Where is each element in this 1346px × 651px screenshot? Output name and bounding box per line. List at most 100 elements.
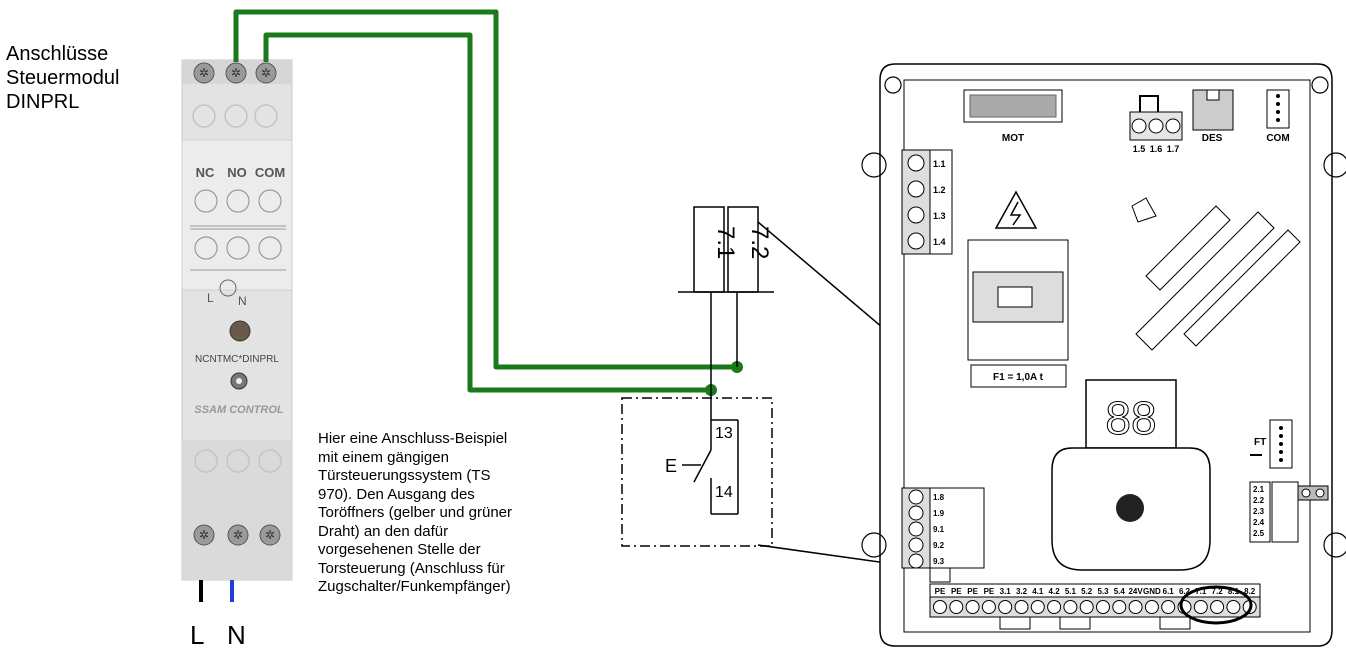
seven-segment-display: 88 bbox=[1105, 392, 1156, 444]
board-terminal-9-1: 9.1 bbox=[933, 525, 945, 534]
board-terminal-9-3: 9.3 bbox=[933, 557, 945, 566]
board-terminal-1-8: 1.8 bbox=[933, 493, 945, 502]
board-program-button[interactable] bbox=[1116, 494, 1144, 522]
door-opener-switch: 13 14 E bbox=[621, 390, 773, 547]
bottom-terminal-label: 4.1 bbox=[1032, 587, 1044, 596]
terminal-label-7-1: 7.1 bbox=[712, 226, 739, 259]
svg-text:✲: ✲ bbox=[199, 528, 209, 542]
power-label-n: N bbox=[238, 294, 247, 308]
bottom-terminal-screw-icon bbox=[949, 600, 964, 614]
note-line-4: 970). Den Ausgang des bbox=[318, 485, 475, 503]
module-push-button[interactable] bbox=[229, 320, 251, 342]
board-terminal-1-3: 1.3 bbox=[933, 211, 946, 221]
switch-label-13: 13 bbox=[715, 425, 733, 442]
green-wire-2 bbox=[263, 32, 711, 393]
bottom-terminal-screw-icon bbox=[1096, 600, 1110, 614]
bottom-terminal-label: 7.1 bbox=[1195, 587, 1207, 596]
bottom-terminal-label: PE bbox=[967, 587, 978, 596]
terminal-block: 7.1 7.2 bbox=[678, 206, 774, 390]
bottom-terminal-label: 6.1 bbox=[1163, 587, 1175, 596]
page-title-line-1: Anschlüsse bbox=[6, 43, 109, 65]
highlight-ellipse bbox=[1179, 585, 1253, 625]
din-module: ✲ ✲ ✲ NC NO COM L N NCNTMC*DINPRL SSAM C… bbox=[181, 59, 293, 581]
bottom-terminal-screw-icon bbox=[1079, 600, 1094, 614]
bottom-terminal-label: 3.1 bbox=[1000, 587, 1012, 596]
note-line-1: Hier eine Anschluss-Beispiel bbox=[318, 430, 508, 447]
green-wire-1 bbox=[233, 9, 737, 370]
board-terminal-1-9: 1.9 bbox=[933, 509, 945, 518]
bottom-terminal-label: PE bbox=[951, 587, 962, 596]
explanation-note: Hier eine Anschluss-Beispiel mit einem g… bbox=[318, 430, 608, 597]
bottom-terminal-screw-icon bbox=[933, 600, 947, 614]
board-terminal-1-5: 1.5 bbox=[1133, 144, 1146, 154]
note-line-6: Draht) an den dafür bbox=[318, 522, 449, 540]
board-terminal-1-6: 1.6 bbox=[1150, 144, 1163, 154]
board-label-ft: FT bbox=[1254, 437, 1266, 448]
bottom-terminal-screw-icon bbox=[1014, 600, 1029, 614]
bottom-terminal-screw-icon bbox=[1128, 600, 1143, 614]
svg-text:✲: ✲ bbox=[233, 528, 243, 542]
bottom-terminal-label: 5.4 bbox=[1114, 587, 1126, 596]
supply-label-l: L bbox=[190, 620, 205, 650]
svg-text:✲: ✲ bbox=[265, 528, 275, 542]
bottom-terminal-label: 3.2 bbox=[1016, 587, 1028, 596]
board-terminal-1-1: 1.1 bbox=[933, 159, 946, 169]
switch-symbol-e: E bbox=[665, 456, 677, 476]
high-voltage-icon bbox=[994, 190, 1038, 229]
page-title-line-2: Steuermodul bbox=[6, 67, 120, 89]
bottom-terminal-label: 5.2 bbox=[1081, 587, 1093, 596]
board-terminal-1-4: 1.4 bbox=[933, 237, 946, 247]
bottom-terminal-label: 4.2 bbox=[1049, 587, 1061, 596]
bottom-terminal-screw-icon bbox=[1193, 600, 1208, 614]
board-terminal-2-2: 2.2 bbox=[1253, 496, 1265, 505]
bottom-terminal-screw-icon bbox=[981, 600, 996, 614]
contact-label-nc: NC bbox=[196, 165, 215, 180]
board-terminal-9-2: 9.2 bbox=[933, 541, 945, 550]
bottom-terminal-screw-icon bbox=[998, 600, 1013, 614]
bottom-terminal-screw-icon bbox=[1047, 600, 1062, 614]
bottom-terminal-screw-icon bbox=[1030, 600, 1045, 614]
board-terminal-1-2: 1.2 bbox=[933, 185, 946, 195]
bottom-terminal-screw-icon bbox=[1063, 600, 1078, 614]
bottom-terminal-label: 7.2 bbox=[1212, 587, 1224, 596]
switch-label-14: 14 bbox=[715, 484, 733, 501]
board-label-des: DES bbox=[1202, 133, 1223, 144]
bottom-terminal-label: GND bbox=[1143, 587, 1161, 596]
note-line-2: mit einem gängigen bbox=[318, 448, 449, 466]
green-wires bbox=[233, 9, 737, 393]
board-terminal-2-3: 2.3 bbox=[1253, 507, 1265, 516]
bottom-terminal-label: PE bbox=[984, 587, 995, 596]
module-bottom-screws: ✲ ✲ ✲ bbox=[193, 524, 281, 546]
bottom-terminal-label: 5.3 bbox=[1097, 587, 1109, 596]
bottom-terminal-screw-icon bbox=[1161, 600, 1176, 614]
fuse-label: F1 = 1,0A t bbox=[993, 372, 1044, 383]
bottom-terminal-screw-icon bbox=[1112, 600, 1127, 614]
bottom-terminal-label: 24V bbox=[1128, 587, 1143, 596]
svg-text:✲: ✲ bbox=[231, 66, 241, 80]
power-symbol-icon bbox=[219, 279, 237, 297]
board-terminal-2-1: 2.1 bbox=[1253, 485, 1265, 494]
module-top-screws: ✲ ✲ ✲ bbox=[193, 62, 277, 84]
bottom-terminal-label: 5.1 bbox=[1065, 587, 1077, 596]
bottom-terminal-screw-icon bbox=[965, 600, 980, 614]
bottom-terminal-label: 8.2 bbox=[1244, 587, 1256, 596]
module-model-label: NCNTMC*DINPRL bbox=[195, 354, 279, 365]
control-board: MOT 1.5 1.6 1.7 DES COM 1.1 1.2 1.3 1.4 bbox=[861, 63, 1346, 647]
board-terminal-2-4: 2.4 bbox=[1253, 518, 1265, 527]
note-line-7: vorgesehenen Stelle der bbox=[318, 541, 481, 558]
bottom-terminal-label: PE bbox=[935, 587, 946, 596]
module-brand-label: SSAM CONTROL bbox=[194, 404, 284, 416]
page-title-line-3: DINPRL bbox=[6, 91, 80, 113]
note-line-9: Zugschalter/Funkempfänger) bbox=[318, 578, 511, 595]
supply-label-n: N bbox=[227, 620, 246, 650]
bottom-terminal-screw-icon bbox=[1210, 600, 1225, 614]
note-line-3: Türsteuerungssystem (TS bbox=[318, 467, 491, 484]
board-terminal-1-7: 1.7 bbox=[1167, 144, 1180, 154]
bottom-terminal-screw-icon bbox=[1226, 600, 1241, 614]
bottom-terminal-label: 8.1 bbox=[1228, 587, 1240, 596]
page-title: Anschlüsse Steuermodul DINPRL bbox=[6, 42, 119, 114]
contact-label-no: NO bbox=[227, 165, 247, 180]
contact-label-com: COM bbox=[255, 165, 285, 180]
